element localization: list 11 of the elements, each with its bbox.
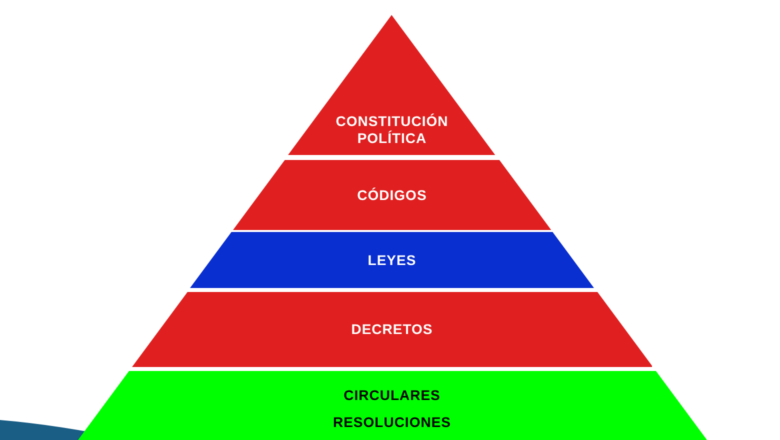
pyramid-tier [190, 232, 594, 288]
tier-label: CÓDIGOS [357, 186, 427, 204]
pyramid-tier [232, 160, 552, 230]
tier-label: CONSTITUCIÓN POLÍTICA [334, 113, 450, 147]
tier-label: DECRETOS [351, 321, 433, 338]
pyramid-tier [132, 292, 652, 367]
tier-label: CIRCULARES [344, 387, 440, 404]
tier-label: RESOLUCIONES [332, 414, 451, 431]
tier-label: LEYES [368, 252, 416, 268]
pyramid-apex [288, 15, 496, 155]
pyramid-base-tier [78, 371, 706, 440]
